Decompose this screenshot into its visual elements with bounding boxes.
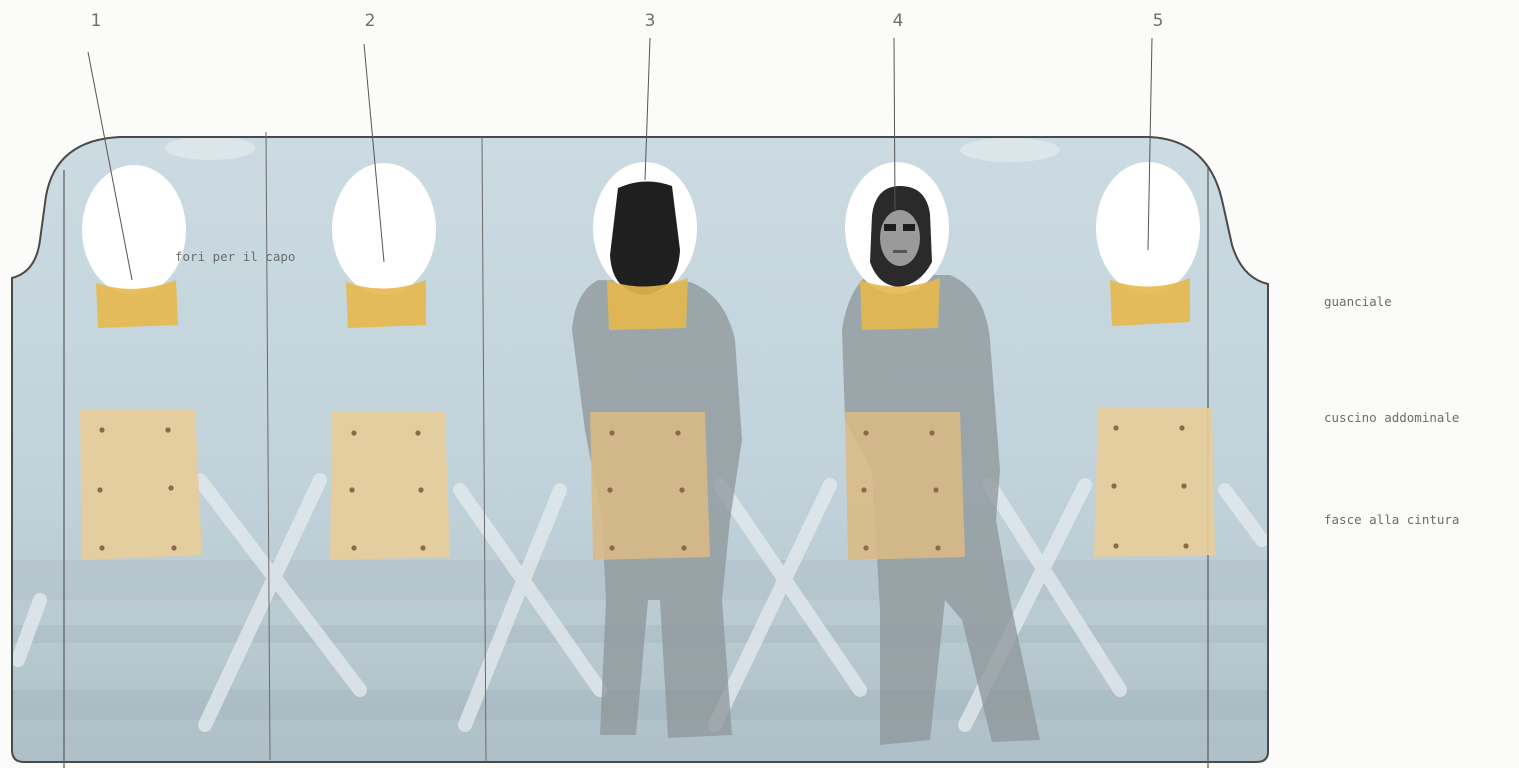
cushion-2 bbox=[330, 412, 450, 560]
cushion-1 bbox=[80, 410, 202, 560]
head-hole-2 bbox=[332, 163, 436, 295]
number-5: 5 bbox=[1153, 11, 1164, 31]
cushion-4 bbox=[845, 412, 965, 560]
head-back-view bbox=[610, 181, 680, 295]
head-hole-1 bbox=[82, 165, 186, 295]
head-face-view bbox=[870, 186, 932, 287]
number-2: 2 bbox=[365, 11, 376, 31]
label-belt-straps: fasce alla cintura bbox=[1324, 512, 1459, 527]
cushion-3 bbox=[590, 412, 710, 560]
label-head-holes: fori per il capo bbox=[175, 249, 295, 264]
cushion-5 bbox=[1094, 408, 1215, 557]
number-3: 3 bbox=[645, 11, 656, 31]
number-1: 1 bbox=[91, 11, 102, 31]
number-4: 4 bbox=[893, 11, 904, 31]
label-abdominal-cushion: cuscino addominale bbox=[1324, 410, 1459, 425]
label-pillow: guanciale bbox=[1324, 294, 1392, 309]
